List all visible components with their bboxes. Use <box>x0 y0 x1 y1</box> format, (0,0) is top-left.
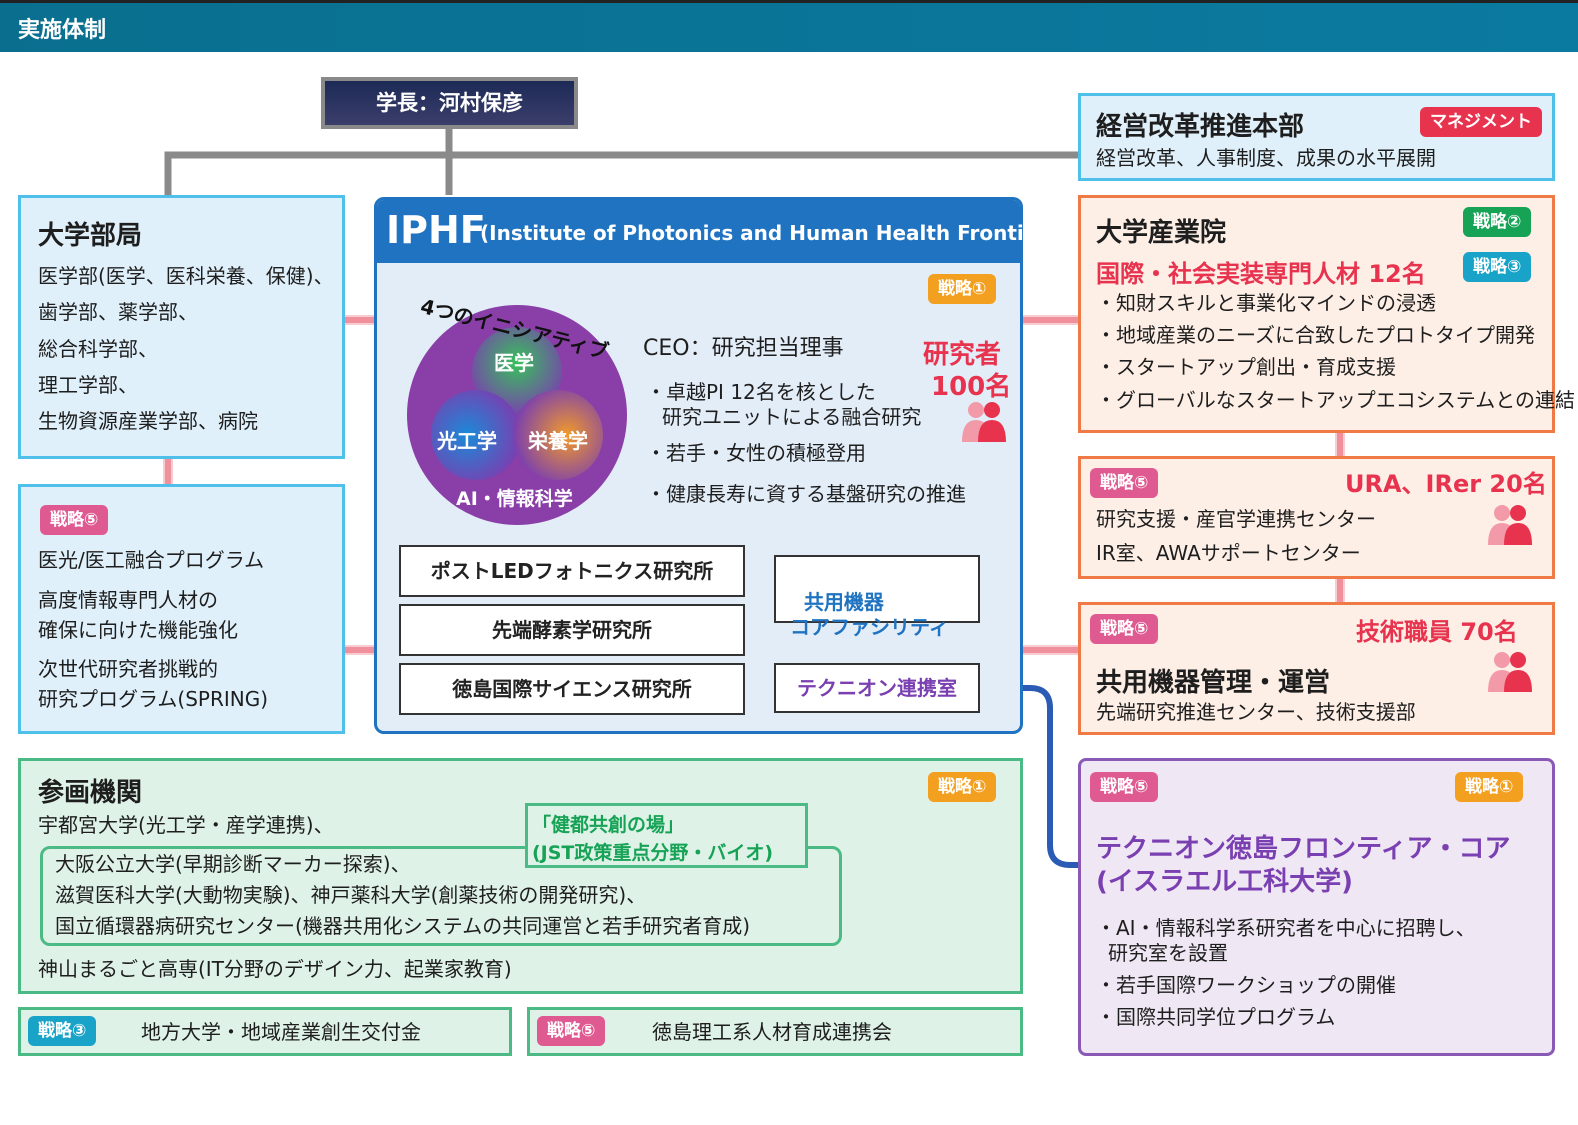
industry-line: ・地域産業のニーズに合致したプロトタイプ開発 <box>1096 323 1535 347</box>
faculty-line: 歯学部、薬学部、 <box>38 300 198 324</box>
faculty-line: 理工学部、 <box>38 373 138 397</box>
iphf-subtitle: (Institute of Photonics and Human Health… <box>480 221 1057 245</box>
faculties-box <box>18 195 345 459</box>
industry-badge-3: 戦略③ <box>1463 252 1532 282</box>
core-facility-label: 共用機器 コアファシリティ <box>790 590 949 639</box>
technion-subtitle: (イスラエル工科大学) <box>1096 867 1353 897</box>
person-icon <box>1488 652 1532 692</box>
person-icon <box>1488 505 1532 545</box>
header-bar <box>0 0 1578 52</box>
iphf-bullet: ・卓越PI 12名を核とした <box>646 380 876 404</box>
consortium-label: 徳島理工系人材育成連携会 <box>652 1020 892 1044</box>
circle-medicine: 医学 <box>494 351 534 375</box>
participant-line: 神山まるごと高専(IT分野のデザイン力、起業家教育) <box>38 957 512 981</box>
consortium-box <box>527 1007 1023 1056</box>
faculties-title: 大学部局 <box>38 221 143 251</box>
participant-inner: 国立循環器病研究センター(機器共用化システムの共同運営と若手研究者育成) <box>55 914 751 938</box>
faculty-line: 医学部(医学、医科栄養、保健)、 <box>38 264 334 288</box>
equipment-badge: 戦略⑤ <box>1090 614 1159 644</box>
participant-inner: 滋賀医科大学(大動物実験)、神戸薬科大学(創薬技術の開発研究)、 <box>55 883 647 907</box>
industry-title: 大学産業院 <box>1096 218 1227 248</box>
kento-label-box <box>525 803 808 868</box>
equipment-title: 共用機器管理・運営 <box>1096 668 1331 698</box>
institute-post-led: ポストLEDフォトニクス研究所 <box>399 545 745 597</box>
participant-inner: 大阪公立大学(早期診断マーカー探索)、 <box>55 852 411 876</box>
iphf-bullet: 研究ユニットによる融合研究 <box>662 405 922 429</box>
iphf-header <box>377 200 1020 263</box>
participants-box <box>18 758 1023 994</box>
person-icon <box>962 402 1006 442</box>
research-support-headline: URA、IRer 20名 <box>1345 470 1547 498</box>
circle-photonics: 光工学 <box>437 429 497 453</box>
faculty-line: 総合科学部、 <box>38 337 158 361</box>
industry-line: ・知財スキルと事業化マインドの浸透 <box>1096 291 1436 315</box>
technion-office: テクニオン連携室 <box>774 663 980 713</box>
research-support-badge: 戦略⑤ <box>1090 468 1159 498</box>
program-line: 次世代研究者挑戦的 <box>38 657 218 681</box>
industry-headline: 国際・社会実装専門人材 12名 <box>1096 260 1426 288</box>
technion-box <box>1078 758 1555 1056</box>
kento-group <box>40 846 842 946</box>
program-line: 医光/医工融合プログラム <box>38 548 265 572</box>
iphf-bullet: ・健康長寿に資する基盤研究の推進 <box>646 482 966 506</box>
program-line: 研究プログラム(SPRING) <box>38 687 269 711</box>
faculty-line: 生物資源産業学部、病院 <box>38 409 258 433</box>
equipment-desc: 先端研究推進センター、技術支援部 <box>1096 700 1416 724</box>
grant-label: 地方大学・地域産業創生交付金 <box>141 1020 421 1044</box>
kento-label: 「健都共創の場」 <box>532 814 685 836</box>
industry-line: ・スタートアップ創出・育成支援 <box>1096 355 1396 379</box>
iphf-title: IPHF <box>386 208 486 252</box>
page-title: 実施体制 <box>18 18 107 43</box>
research-support-line: IR室、AWAサポートセンター <box>1096 541 1361 565</box>
program-line: 高度情報専門人材の <box>38 588 218 612</box>
technion-badge-5: 戦略⑤ <box>1090 772 1159 802</box>
iphf-bullet: ・若手・女性の積極登用 <box>646 441 866 465</box>
equipment-headline: 技術職員 70名 <box>1356 618 1518 646</box>
iphf-ceo: CEO：研究担当理事 <box>643 336 844 361</box>
participants-badge: 戦略① <box>928 772 997 802</box>
circle-ai: AI・情報科学 <box>456 488 573 510</box>
management-badge: マネジメント <box>1420 107 1542 137</box>
researchers-count: 100名 <box>931 372 1012 402</box>
technion-line: 研究室を設置 <box>1108 941 1228 965</box>
industry-line: ・グローバルなスタートアップエコシステムとの連結 <box>1096 388 1575 412</box>
initiative-diagram <box>407 305 627 525</box>
technion-line: ・国際共同学位プログラム <box>1096 1005 1336 1029</box>
institute-science: 徳島国際サイエンス研究所 <box>399 663 745 715</box>
technion-title: テクニオン徳島フロンティア・コア <box>1096 834 1511 864</box>
participant-line: 宇都宮大学(光工学・産学連携)、 <box>38 813 334 837</box>
researchers-count-label: 研究者 <box>923 340 1002 370</box>
program-line: 確保に向けた機能強化 <box>38 618 238 642</box>
programs-badge: 戦略⑤ <box>40 505 109 535</box>
core-facility-box: 共用機器 コアファシリティ <box>774 555 980 639</box>
grant-badge: 戦略③ <box>28 1016 97 1046</box>
research-support-line: 研究支援・産官学連携センター <box>1096 507 1376 531</box>
technion-line: ・AI・情報科学系研究者を中心に招聘し、 <box>1096 916 1476 940</box>
technion-badge-1: 戦略① <box>1455 772 1524 802</box>
management-desc: 経営改革、人事制度、成果の水平展開 <box>1096 146 1436 170</box>
institute-enzyme: 先端酵素学研究所 <box>399 604 745 656</box>
consortium-badge: 戦略⑤ <box>537 1016 606 1046</box>
participants-title: 参画機関 <box>38 778 143 808</box>
grant-box <box>18 1007 512 1056</box>
technion-line: ・若手国際ワークショップの開催 <box>1096 973 1396 997</box>
circle-nutrition: 栄養学 <box>528 429 588 453</box>
president-label: 学長：河村保彦 <box>376 91 523 115</box>
management-title: 経営改革推進本部 <box>1096 112 1305 142</box>
iphf-badge: 戦略① <box>928 274 997 304</box>
industry-badge-2: 戦略② <box>1463 207 1532 237</box>
kento-sub: (JST政策重点分野・バイオ) <box>532 842 774 864</box>
president-box: 学長：河村保彦 <box>321 77 578 129</box>
